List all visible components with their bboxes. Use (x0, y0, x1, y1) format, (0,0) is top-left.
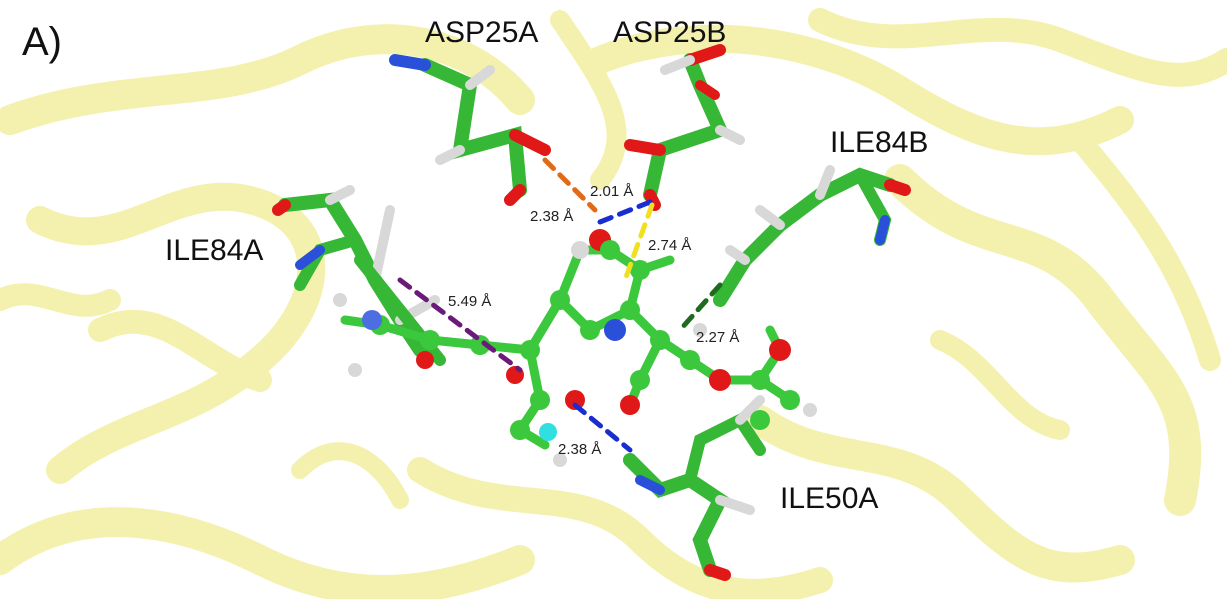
hbond-purple (397, 277, 523, 373)
ile84b-sticks (713, 165, 911, 307)
hbond-yellow (622, 202, 655, 283)
residue-label-ile50a: ILE50A (780, 482, 879, 515)
distance-label: 2.38 Å (558, 441, 602, 458)
distance-label: 2.74 Å (648, 237, 692, 254)
residue-label-ile84a: ILE84A (165, 234, 264, 267)
distance-label: 2.27 Å (696, 329, 740, 346)
residue-label-asp25a: ASP25A (425, 16, 539, 49)
distance-label: 5.49 Å (448, 293, 492, 310)
asp25b-sticks (624, 44, 745, 211)
distance-label: 2.01 Å (590, 183, 634, 200)
asp25a-sticks (389, 54, 551, 206)
residue-label-asp25b: ASP25B (613, 16, 727, 49)
distance-label: 2.38 Å (530, 208, 574, 225)
hbond-green (677, 282, 723, 333)
hbond-orange (542, 157, 598, 213)
hbond-blue-bottom (572, 402, 633, 453)
hbond-blue-top (597, 197, 658, 225)
interaction-lines (397, 157, 723, 453)
protein-ribbon (0, 8, 1227, 599)
ile50a-sticks (623, 395, 766, 581)
panel-label: A) (22, 20, 62, 64)
residue-label-ile84b: ILE84B (830, 126, 929, 159)
